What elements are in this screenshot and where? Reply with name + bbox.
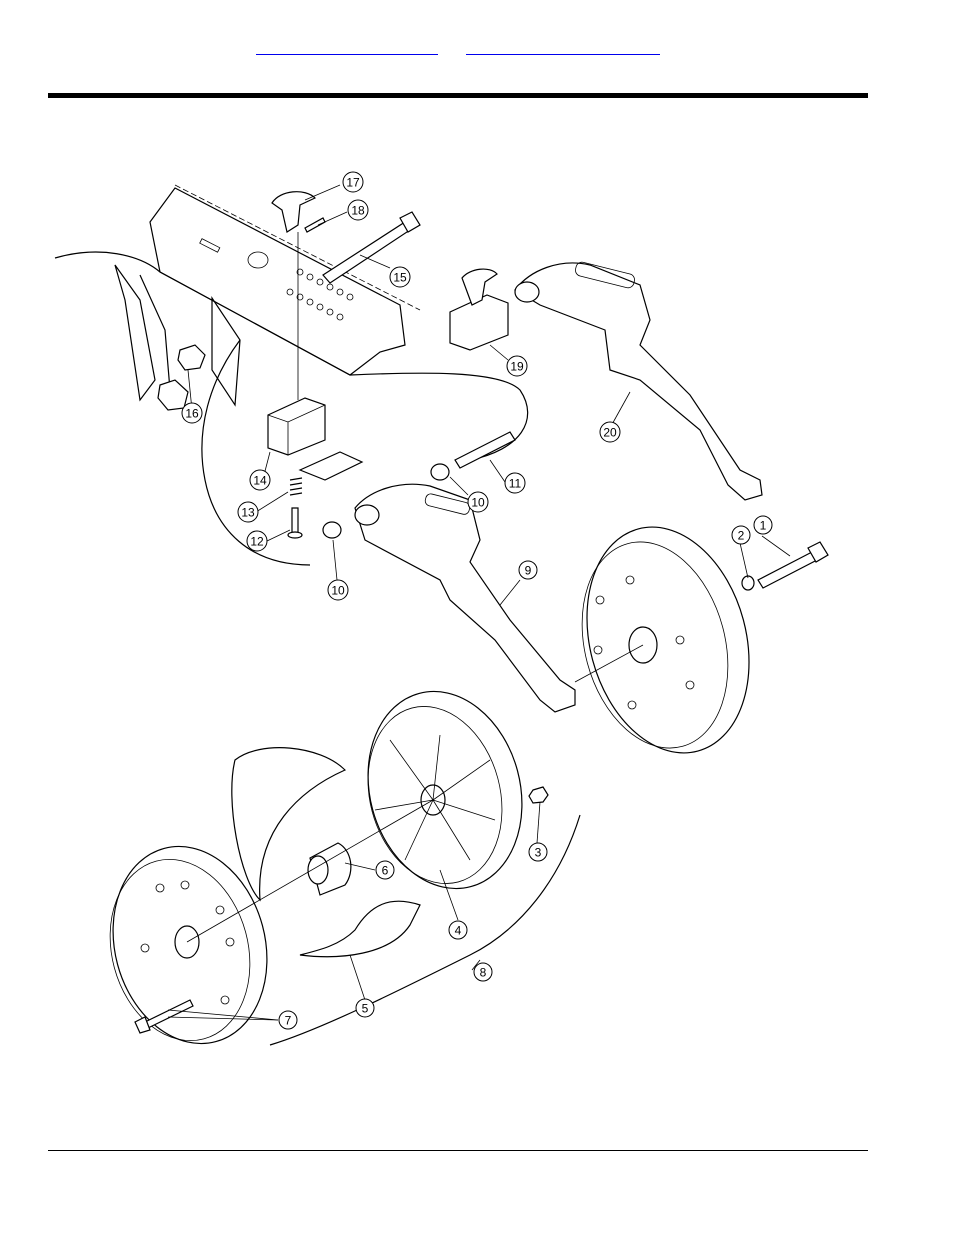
nut-16 (158, 345, 205, 410)
svg-text:10: 10 (331, 584, 345, 598)
callout-9: 9 (519, 561, 537, 579)
svg-text:4: 4 (455, 924, 462, 938)
spring-13 (290, 478, 302, 495)
callout-10-lower: 10 (328, 580, 348, 600)
svg-text:15: 15 (393, 271, 407, 285)
svg-text:14: 14 (253, 474, 267, 488)
svg-text:12: 12 (250, 535, 264, 549)
callout-11: 11 (505, 473, 525, 493)
callout-13: 13 (238, 502, 258, 522)
callout-19: 19 (507, 356, 527, 376)
callout-6: 6 (376, 861, 394, 879)
svg-text:18: 18 (351, 204, 365, 218)
svg-text:17: 17 (346, 176, 360, 190)
callout-8: 8 (474, 963, 492, 981)
sleeve-11 (455, 432, 515, 468)
pin-12 (288, 508, 302, 538)
svg-text:5: 5 (362, 1002, 369, 1016)
callout-1: 1 (754, 516, 772, 534)
callout-3: 3 (529, 843, 547, 861)
svg-text:10: 10 (471, 496, 485, 510)
svg-text:7: 7 (285, 1014, 292, 1028)
svg-text:8: 8 (480, 966, 487, 980)
callout-18: 18 (348, 200, 368, 220)
svg-text:3: 3 (535, 846, 542, 860)
svg-text:1: 1 (760, 519, 767, 533)
washer-2 (742, 576, 754, 590)
svg-text:16: 16 (185, 407, 199, 421)
svg-text:2: 2 (738, 529, 745, 543)
callout-2: 2 (732, 526, 750, 544)
callout-17: 17 (343, 172, 363, 192)
nut-3 (529, 787, 548, 803)
callout-7: 7 (279, 1011, 297, 1029)
callout-20: 20 (600, 422, 620, 442)
pin-18 (305, 218, 325, 232)
block-14 (268, 398, 325, 455)
callout-16: 16 (182, 403, 202, 423)
block-19 (450, 269, 508, 350)
bottom-rule (48, 1150, 868, 1151)
callout-14: 14 (250, 470, 270, 490)
svg-text:19: 19 (510, 360, 524, 374)
bolt-1 (758, 542, 828, 588)
callout-12: 12 (247, 531, 267, 551)
callout-4: 4 (449, 921, 467, 939)
svg-text:11: 11 (509, 477, 522, 491)
svg-text:20: 20 (603, 426, 617, 440)
callout-5: 5 (356, 999, 374, 1017)
callout-10-upper: 10 (468, 492, 488, 512)
svg-text:6: 6 (382, 864, 389, 878)
arm-20 (515, 261, 762, 500)
svg-text:9: 9 (525, 564, 532, 578)
svg-text:13: 13 (241, 506, 255, 520)
callout-15: 15 (390, 267, 410, 287)
